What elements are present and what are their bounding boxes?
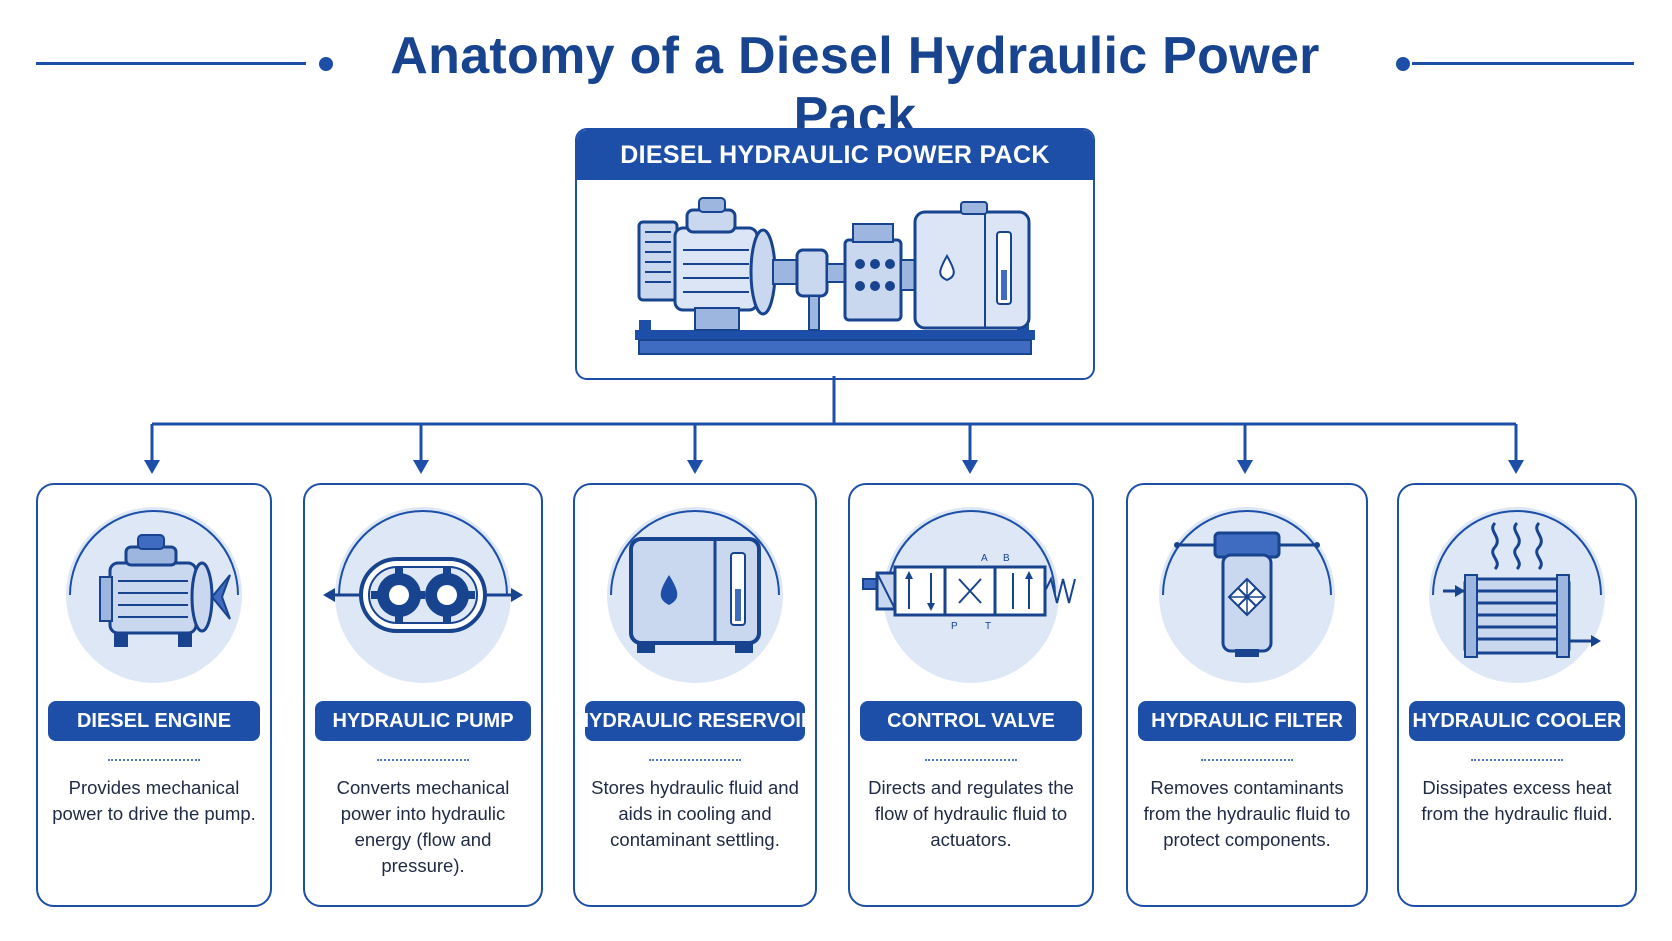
- title-dot-left: [319, 57, 333, 71]
- card-description: Removes contaminants from the hydraulic …: [1143, 777, 1351, 850]
- card-description: Directs and regulates the flow of hydrau…: [868, 777, 1074, 850]
- power-pack-illustration: [635, 197, 1035, 355]
- header: Anatomy of a Diesel Hydraulic Power Pack: [0, 0, 1672, 145]
- page-title: Anatomy of a Diesel Hydraulic Power Pack: [390, 27, 1320, 145]
- valve-port-b: B: [1003, 553, 1010, 564]
- filter-icon: [1174, 531, 1320, 657]
- title-rule-left: [36, 62, 306, 65]
- card-description: Dissipates excess heat from the hydrauli…: [1421, 777, 1613, 824]
- card-label: DIESEL ENGINE: [48, 701, 260, 741]
- card-control-valve: A B P T CONTROL VALVE Directs and regula…: [848, 483, 1094, 907]
- card-hydraulic-filter: HYDRAULIC FILTER Removes contaminants fr…: [1126, 483, 1368, 907]
- card-label: CONTROL VALVE: [860, 701, 1082, 741]
- card-hydraulic-reservoir: HYDRAULIC RESERVOIR Stores hydraulic flu…: [573, 483, 817, 907]
- card-label: HYDRAULIC RESERVOIR: [575, 701, 815, 741]
- power-pack-box: DIESEL HYDRAULIC POWER PACK: [575, 128, 1095, 380]
- valve-port-a: A: [981, 553, 988, 564]
- title-rule-right: [1412, 62, 1634, 65]
- power-pack-label: DIESEL HYDRAULIC POWER PACK: [577, 130, 1093, 180]
- connector-lines: [144, 376, 1524, 474]
- valve-port-t: T: [985, 621, 991, 632]
- card-label: HYDRAULIC PUMP: [315, 701, 531, 741]
- card-hydraulic-cooler: HYDRAULIC COOLER Dissipates excess heat …: [1397, 483, 1637, 907]
- valve-icon: A B P T: [862, 553, 1076, 632]
- card-description: Stores hydraulic fluid and aids in cooli…: [591, 777, 799, 850]
- card-label: HYDRAULIC COOLER: [1409, 701, 1625, 741]
- valve-port-p: P: [951, 621, 958, 632]
- card-description: Converts mechanical power into hydraulic…: [336, 777, 510, 876]
- card-description: Provides mechanical power to drive the p…: [52, 777, 256, 824]
- cooler-icon: [1443, 521, 1601, 658]
- card-hydraulic-pump: HYDRAULIC PUMP Converts mechanical power…: [303, 483, 543, 907]
- engine-icon: [99, 534, 231, 647]
- card-label: HYDRAULIC FILTER: [1138, 701, 1356, 741]
- tank-icon: [629, 537, 761, 653]
- title-dot-right: [1396, 57, 1410, 71]
- card-diesel-engine: DIESEL ENGINE Provides mechanical power …: [36, 483, 272, 907]
- gear-pump-icon: [323, 557, 523, 633]
